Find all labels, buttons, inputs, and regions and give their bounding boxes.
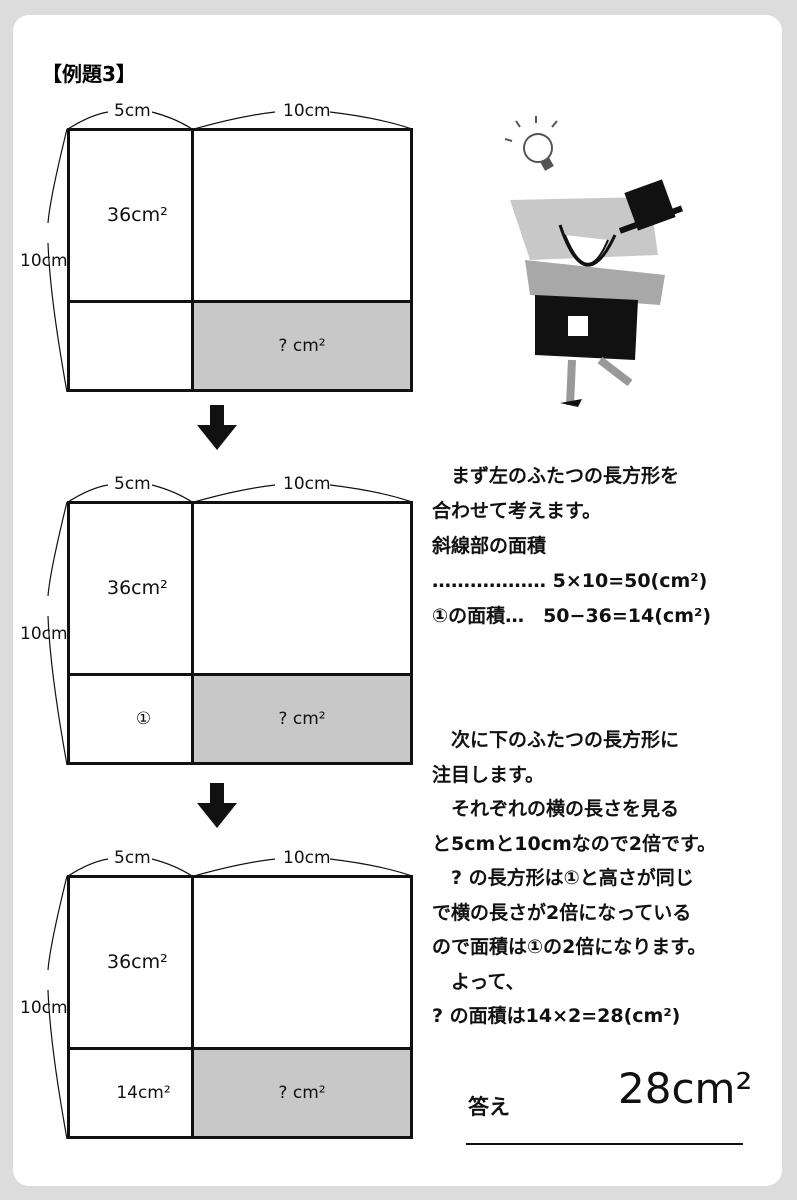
explanation-line: 合わせて考えます。	[432, 500, 602, 522]
area-diagram: 5cm 10cm 10cm 36cm² 14cm² ? cm²	[0, 848, 430, 1175]
unknown-area-shaded	[194, 676, 410, 762]
area-label-top-left: 36cm²	[107, 204, 168, 226]
explanation-line: で横の長さが2倍になっている	[432, 901, 692, 924]
explanation-line: ので面積は①の2倍になります。	[432, 936, 707, 958]
dimension-braces	[47, 111, 413, 393]
explanation-line: ……………… 5×10=50(cm²)	[432, 570, 708, 592]
height-label: 10cm	[20, 998, 68, 1018]
height-label: 10cm	[20, 624, 68, 644]
area-label-top-left: 36cm²	[107, 577, 168, 599]
area-diagram: 5cm 10cm 10cm 36cm² ? cm²	[0, 101, 430, 428]
width-label-left: 5cm	[114, 101, 151, 121]
width-label-right: 10cm	[283, 848, 331, 868]
explanation-line: ①の面積… 50−36=14(cm²)	[432, 605, 711, 627]
unknown-area-shaded	[194, 1050, 410, 1136]
outer-rectangle	[67, 875, 413, 1139]
example-title: 【例題3】	[42, 62, 136, 86]
explanation-line: それぞれの横の長さを見る	[432, 798, 680, 820]
width-label-right: 10cm	[283, 101, 331, 121]
answer-value: 28cm²	[618, 1064, 753, 1113]
explanation-line: ? の面積は14×2=28(cm²)	[432, 1005, 681, 1027]
unknown-area-shaded	[194, 303, 410, 389]
area-label-bottom-right: ? cm²	[278, 336, 326, 356]
top-hat-character-illustration	[504, 116, 683, 407]
width-label-right: 10cm	[283, 474, 331, 494]
area-label-top-left: 36cm²	[107, 951, 168, 973]
answer-label: 答え	[468, 1095, 510, 1119]
outer-rectangle	[67, 128, 413, 392]
dimension-braces	[47, 858, 413, 1140]
divider-vertical	[191, 501, 194, 765]
explanation-line: 次に下のふたつの長方形に	[432, 729, 680, 751]
down-arrow-icon	[197, 783, 237, 828]
divider-vertical	[191, 875, 194, 1139]
explanation-line: ? の長方形は①と高さが同じ	[432, 867, 694, 889]
dimension-braces	[47, 484, 413, 766]
area-label-bottom-left: ①	[135, 709, 152, 729]
area-label-bottom-right: ? cm²	[278, 1083, 326, 1103]
height-label: 10cm	[20, 251, 68, 271]
explanation-line: と5cmと10cmなので2倍です。	[432, 832, 717, 855]
explanation-line: まず左のふたつの長方形を	[432, 465, 680, 487]
explanation-line: 注目します。	[432, 763, 545, 786]
divider-horizontal	[67, 300, 413, 303]
light-bulb-icon	[504, 116, 558, 171]
explanation-line: よって、	[432, 970, 525, 993]
width-label-left: 5cm	[114, 848, 151, 868]
divider-horizontal	[67, 1047, 413, 1050]
area-diagram: 5cm 10cm 10cm 36cm² ① ? cm²	[0, 474, 430, 801]
answer-underline	[466, 1143, 743, 1145]
divider-vertical	[191, 128, 194, 392]
explanation-line: 斜線部の面積	[432, 535, 547, 557]
down-arrow-icon	[197, 405, 237, 450]
divider-horizontal	[67, 673, 413, 676]
area-label-bottom-right: ? cm²	[278, 709, 326, 729]
area-label-bottom-left: 14cm²	[116, 1083, 171, 1103]
width-label-left: 5cm	[114, 474, 151, 494]
outer-rectangle	[67, 501, 413, 765]
